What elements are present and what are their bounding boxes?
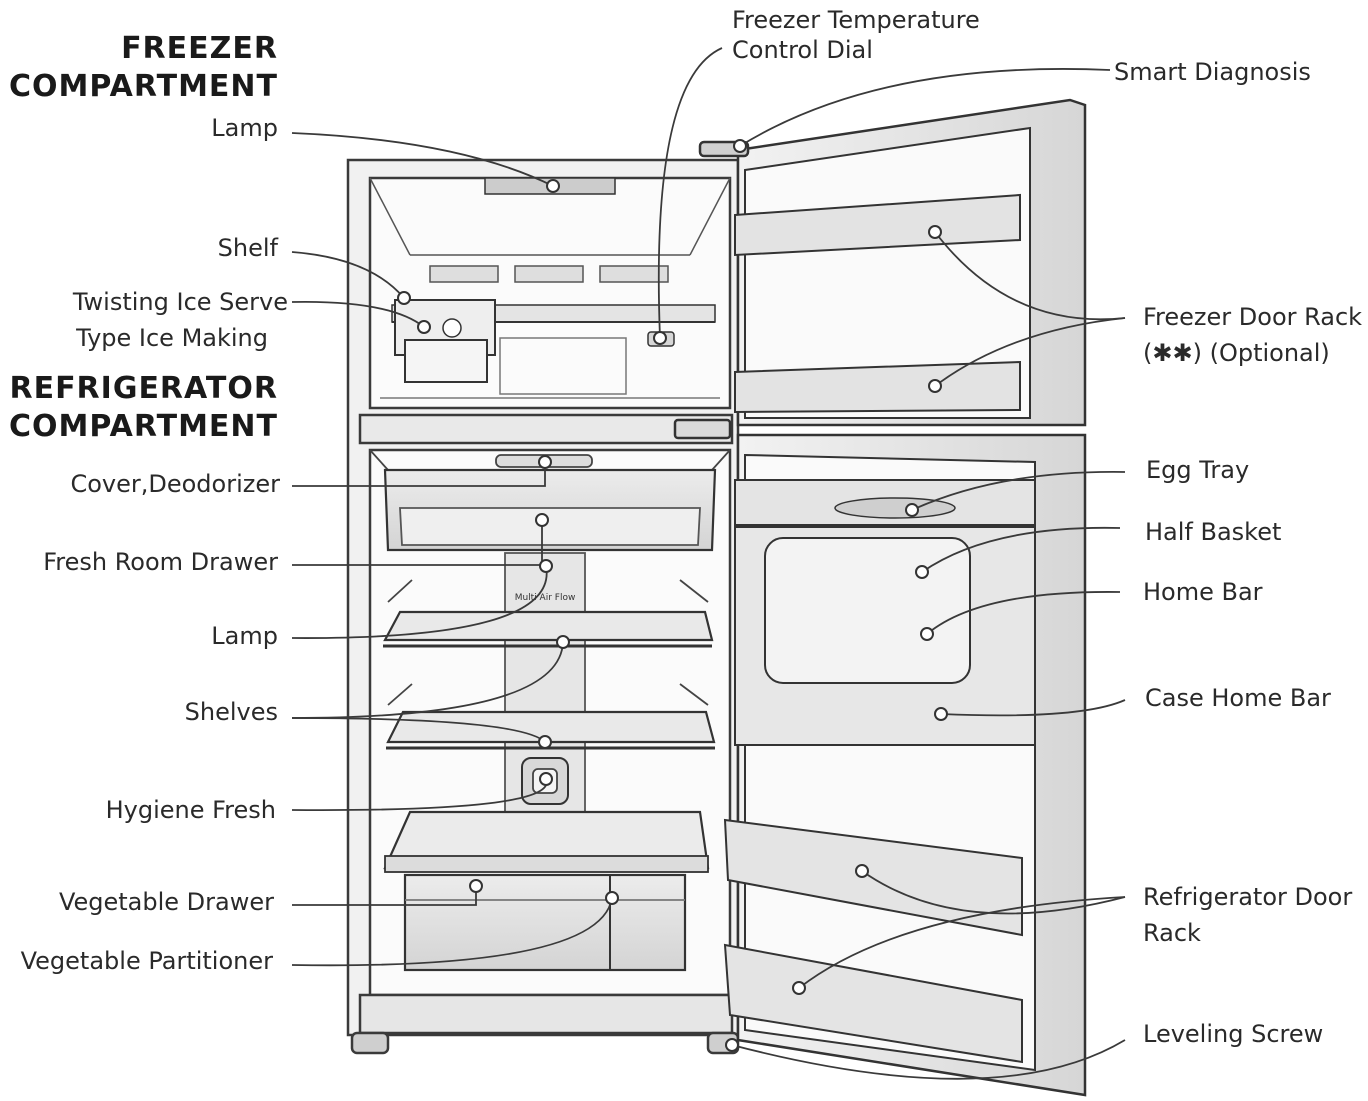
refrigerator-heading-line-1: REFRIGERATOR [0, 370, 278, 408]
refrigerator-heading: REFRIGERATOR COMPARTMENT [0, 370, 278, 446]
label-shelf: Shelf [218, 234, 278, 262]
label-home-bar: Home Bar [1143, 578, 1263, 606]
label-vegetable-partitioner: Vegetable Partitioner [21, 947, 273, 975]
label-leveling-screw: Leveling Screw [1143, 1020, 1323, 1048]
label-half-basket: Half Basket [1145, 518, 1281, 546]
label-freezer-temperature-line-1: Freezer Temperature [732, 6, 980, 34]
label-vegetable-drawer: Vegetable Drawer [59, 888, 274, 916]
label-smart-diagnosis: Smart Diagnosis [1114, 58, 1311, 86]
freezer-heading-line-1: FREEZER [0, 30, 278, 68]
refrigerator-heading-line-2: COMPARTMENT [0, 408, 278, 446]
label-type-ice-making: Type Ice Making [76, 324, 268, 352]
label-freezer-temperature-line-2: Control Dial [732, 36, 980, 64]
label-cover-deodorizer: Cover,Deodorizer [70, 470, 280, 498]
label-refrigerator-door-rack: Refrigerator Door Rack [1143, 883, 1352, 947]
label-shelves: Shelves [185, 698, 278, 726]
label-fresh-room-drawer: Fresh Room Drawer [43, 548, 278, 576]
label-hygiene-fresh: Hygiene Fresh [106, 796, 276, 824]
label-refrigerator-door-rack-line-2: Rack [1143, 919, 1352, 947]
fridge-door [725, 435, 1085, 1095]
label-twisting-ice-serve: Twisting Ice Serve [73, 288, 288, 316]
label-case-home-bar: Case Home Bar [1145, 684, 1331, 712]
label-egg-tray: Egg Tray [1146, 456, 1249, 484]
label-lamp-freezer: Lamp [211, 114, 278, 142]
label-refrigerator-door-rack-line-1: Refrigerator Door [1143, 883, 1352, 911]
label-freezer-door-rack-line-1: Freezer Door Rack [1143, 303, 1362, 331]
label-freezer-temperature-control-dial: Freezer Temperature Control Dial [732, 6, 980, 64]
freezer-heading-line-2: COMPARTMENT [0, 68, 278, 106]
multi-air-flow-text: Multi Air Flow [515, 593, 576, 603]
label-freezer-door-rack: Freezer Door Rack (✱✱) (Optional) [1143, 303, 1362, 367]
freezer-heading: FREEZER COMPARTMENT [0, 30, 278, 106]
label-lamp-fridge: Lamp [211, 622, 278, 650]
label-freezer-door-rack-line-2: (✱✱) (Optional) [1143, 339, 1362, 367]
